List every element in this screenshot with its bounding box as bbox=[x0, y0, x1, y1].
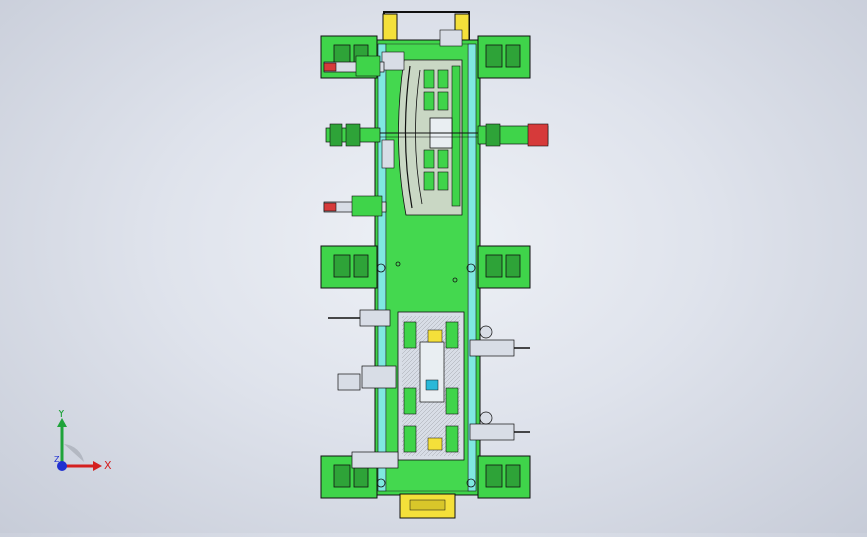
clamp-left-4[interactable] bbox=[328, 309, 391, 327]
view-orientation-triad: X Y Z bbox=[54, 410, 112, 472]
clamp-right-2[interactable] bbox=[469, 325, 530, 357]
upper-part-nest bbox=[380, 29, 478, 216]
clamp-left-1[interactable] bbox=[323, 55, 385, 77]
triad-rotation-arc bbox=[64, 444, 84, 462]
clamp-right-1[interactable] bbox=[477, 123, 549, 147]
clamp-left-6[interactable] bbox=[351, 451, 399, 469]
z-axis-dot bbox=[57, 461, 67, 471]
x-axis-arrowhead bbox=[93, 461, 102, 471]
y-axis-arrowhead bbox=[57, 418, 67, 427]
clamp-left-2[interactable] bbox=[325, 123, 381, 147]
bottom-locator-bracket bbox=[399, 493, 456, 519]
lower-clamp-cluster bbox=[397, 311, 465, 461]
clamp-left-5[interactable] bbox=[337, 365, 397, 391]
z-axis-label: Z bbox=[54, 455, 60, 464]
x-axis-label: X bbox=[104, 459, 112, 472]
clamp-right-3[interactable] bbox=[469, 411, 530, 441]
clamp-left-3[interactable] bbox=[323, 195, 387, 217]
y-axis-label: Y bbox=[57, 410, 65, 420]
